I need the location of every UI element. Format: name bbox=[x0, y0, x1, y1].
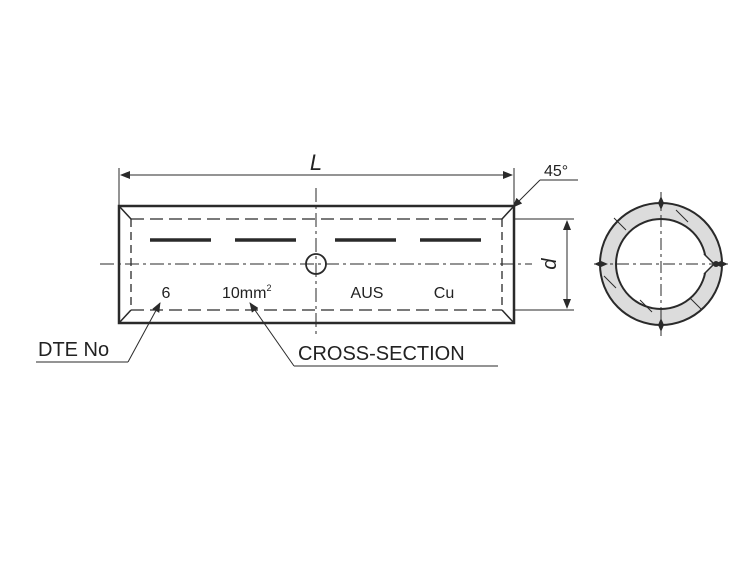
chamfer-left-bottom bbox=[118, 309, 132, 324]
dte-no-leader bbox=[127, 302, 161, 363]
marking-standard: AUS bbox=[351, 285, 384, 302]
marking-cross-section-value: 10mm bbox=[222, 285, 266, 302]
marking-cross-section-superscript: 2 bbox=[266, 283, 271, 293]
cross-section-leader bbox=[249, 302, 295, 367]
chamfer-right-top bbox=[501, 205, 515, 220]
markings: 6 10mm2 AUS Cu bbox=[162, 283, 455, 302]
dimension-label-length: L bbox=[310, 150, 322, 175]
cross-section-callout: CROSS-SECTION bbox=[249, 302, 498, 367]
marking-cross-section: 10mm2 bbox=[222, 283, 271, 302]
side-view bbox=[100, 188, 532, 338]
diameter-dimension: d bbox=[514, 218, 574, 311]
chamfer-leader bbox=[512, 179, 541, 208]
end-view bbox=[594, 192, 728, 336]
inspection-hole bbox=[305, 253, 327, 275]
chamfer-left-top bbox=[118, 205, 132, 220]
chamfer-callout: 45° bbox=[512, 163, 578, 208]
chamfer-angle-label: 45° bbox=[544, 163, 568, 180]
dte-no-label: DTE No bbox=[38, 339, 109, 361]
dimension-label-diameter: d bbox=[539, 258, 561, 270]
dte-no-callout: DTE No bbox=[36, 302, 161, 363]
cross-section-label: CROSS-SECTION bbox=[298, 343, 465, 365]
section-hatching bbox=[603, 209, 703, 313]
marking-material: Cu bbox=[434, 285, 454, 302]
chamfer-right-bottom bbox=[501, 309, 515, 324]
marking-dte-no: 6 bbox=[162, 285, 171, 302]
